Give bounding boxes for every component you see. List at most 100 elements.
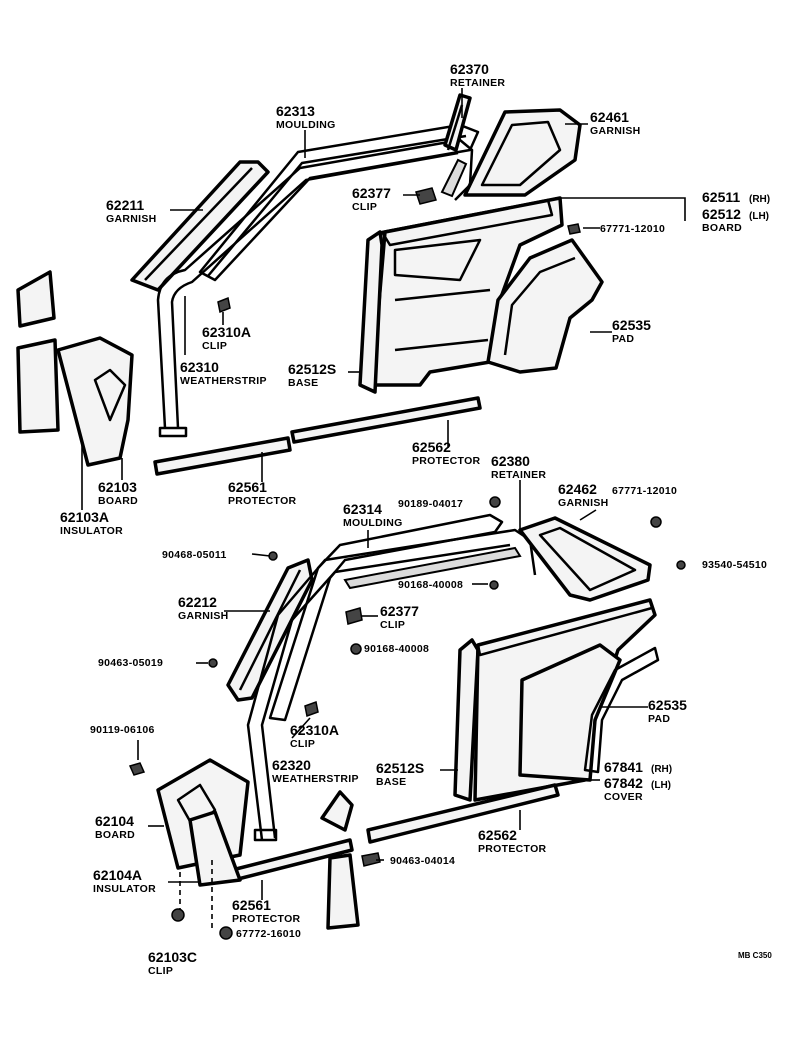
part-62377-clip-upper	[415, 187, 437, 205]
part-62103A-insulator	[16, 270, 60, 434]
svg-text:(RH): (RH)	[651, 764, 672, 775]
svg-text:62314: 62314	[343, 501, 382, 517]
svg-text:BOARD: BOARD	[98, 495, 138, 507]
fastener-93540	[676, 560, 686, 570]
label-62561-lower: 62561 PROTECTOR	[232, 897, 300, 925]
svg-text:CLIP: CLIP	[202, 340, 227, 352]
svg-text:62310A: 62310A	[202, 324, 251, 340]
part-62511-board	[370, 196, 564, 387]
label-62562-upper: 62562 PROTECTOR	[412, 439, 480, 467]
svg-text:RETAINER: RETAINER	[491, 469, 546, 481]
part-62212-garnish	[226, 558, 314, 702]
svg-text:GARNISH: GARNISH	[178, 610, 229, 622]
svg-text:62104: 62104	[95, 813, 134, 829]
part-62380-retainer	[343, 546, 522, 590]
label-90168-b: 90168-40008	[364, 643, 429, 655]
label-90463-05019: 90463-05019	[98, 657, 163, 669]
svg-text:62462: 62462	[558, 481, 597, 497]
label-67771-lower: 67771-12010	[612, 485, 677, 497]
svg-text:CLIP: CLIP	[380, 619, 405, 631]
label-62103C: 62103C CLIP	[148, 949, 197, 977]
svg-text:(RH): (RH)	[749, 194, 770, 205]
svg-text:MOULDING: MOULDING	[343, 517, 403, 529]
svg-text:62211: 62211	[106, 197, 144, 213]
svg-text:90463-05019: 90463-05019	[98, 657, 163, 669]
svg-text:90168-40008: 90168-40008	[364, 643, 429, 655]
label-62370: 62370 RETAINER	[450, 61, 505, 89]
svg-text:62561: 62561	[228, 479, 267, 495]
svg-text:PROTECTOR: PROTECTOR	[478, 843, 547, 855]
label-93540: 93540-54510	[702, 559, 767, 571]
part-62211-garnish	[130, 160, 270, 292]
svg-text:62461: 62461	[590, 109, 629, 125]
fastener-90468	[268, 551, 278, 561]
fastener-90168-b	[350, 643, 362, 655]
lower-assembly	[128, 496, 686, 940]
label-62512: 62512 (LH) BOARD	[702, 206, 769, 234]
svg-text:62104A: 62104A	[93, 867, 142, 883]
svg-text:90189-04017: 90189-04017	[398, 498, 463, 510]
figure-code: MB C350	[738, 951, 772, 960]
svg-text:62535: 62535	[612, 317, 651, 333]
label-90463-04014: 90463-04014	[390, 855, 455, 867]
part-62103-board	[56, 336, 134, 467]
svg-text:62310: 62310	[180, 359, 219, 375]
svg-text:COVER: COVER	[604, 791, 643, 803]
part-62370-retainer	[440, 93, 472, 198]
svg-text:62103A: 62103A	[60, 509, 109, 525]
part-62562-protector-lower	[366, 783, 560, 844]
part-insulator-pieces-lower	[320, 790, 360, 930]
svg-text:BOARD: BOARD	[95, 829, 135, 841]
part-62562-protector-upper	[290, 396, 482, 444]
fastener-62103C	[171, 908, 185, 922]
part-62314-moulding	[268, 513, 504, 722]
part-62535-pad-upper	[486, 238, 604, 374]
label-67842: 67842 (LH) COVER	[604, 775, 671, 803]
label-67772: 67772-16010	[236, 928, 301, 940]
label-62535-lower: 62535 PAD	[648, 697, 687, 725]
label-62535-upper: 62535 PAD	[612, 317, 651, 345]
svg-text:90463-04014: 90463-04014	[390, 855, 455, 867]
label-62562-lower: 62562 PROTECTOR	[478, 827, 547, 855]
label-67841: 67841 (RH)	[604, 759, 672, 775]
svg-text:WEATHERSTRIP: WEATHERSTRIP	[180, 375, 267, 387]
svg-text:(LH): (LH)	[651, 780, 671, 791]
svg-text:62103C: 62103C	[148, 949, 197, 965]
svg-text:62512S: 62512S	[376, 760, 424, 776]
svg-text:90468-05011: 90468-05011	[162, 549, 227, 561]
fastener-67772	[219, 926, 233, 940]
label-62310: 62310 WEATHERSTRIP	[180, 359, 267, 387]
label-62462: 62462 GARNISH	[558, 481, 608, 509]
svg-text:62370: 62370	[450, 61, 489, 77]
svg-text:62512: 62512	[702, 206, 741, 222]
leader-lines	[81, 88, 686, 900]
label-62320: 62320 WEATHERSTRIP	[272, 757, 359, 785]
label-62511: 62511 (RH)	[702, 189, 770, 205]
svg-text:93540-54510: 93540-54510	[702, 559, 767, 571]
svg-text:90168-40008: 90168-40008	[398, 579, 463, 591]
label-62212: 62212 GARNISH	[178, 594, 229, 622]
svg-text:CLIP: CLIP	[148, 965, 173, 977]
svg-text:GARNISH: GARNISH	[590, 125, 641, 137]
label-62211: 62211 GARNISH	[106, 197, 156, 225]
svg-text:62561: 62561	[232, 897, 271, 913]
svg-text:62562: 62562	[412, 439, 451, 455]
part-62512S-base-upper	[358, 230, 384, 394]
fastener-90463-05019	[208, 658, 218, 668]
label-62561-upper: 62561 PROTECTOR	[228, 479, 296, 507]
svg-text:67772-16010: 67772-16010	[236, 928, 301, 940]
label-62104: 62104 BOARD	[95, 813, 135, 841]
label-62313: 62313 MOULDING	[276, 103, 335, 131]
label-90468: 90468-05011	[162, 549, 227, 561]
svg-text:PAD: PAD	[612, 333, 634, 345]
svg-text:62103: 62103	[98, 479, 137, 495]
svg-text:62310A: 62310A	[290, 722, 339, 738]
svg-text:67841: 67841	[604, 759, 643, 775]
label-67771-upper: 67771-12010	[600, 223, 665, 235]
label-62103A: 62103A INSULATOR	[60, 509, 123, 537]
svg-text:CLIP: CLIP	[290, 738, 315, 750]
svg-text:PAD: PAD	[648, 713, 670, 725]
svg-text:62313: 62313	[276, 103, 315, 119]
svg-text:62512S: 62512S	[288, 361, 336, 377]
fastener-67771-upper	[567, 223, 581, 235]
